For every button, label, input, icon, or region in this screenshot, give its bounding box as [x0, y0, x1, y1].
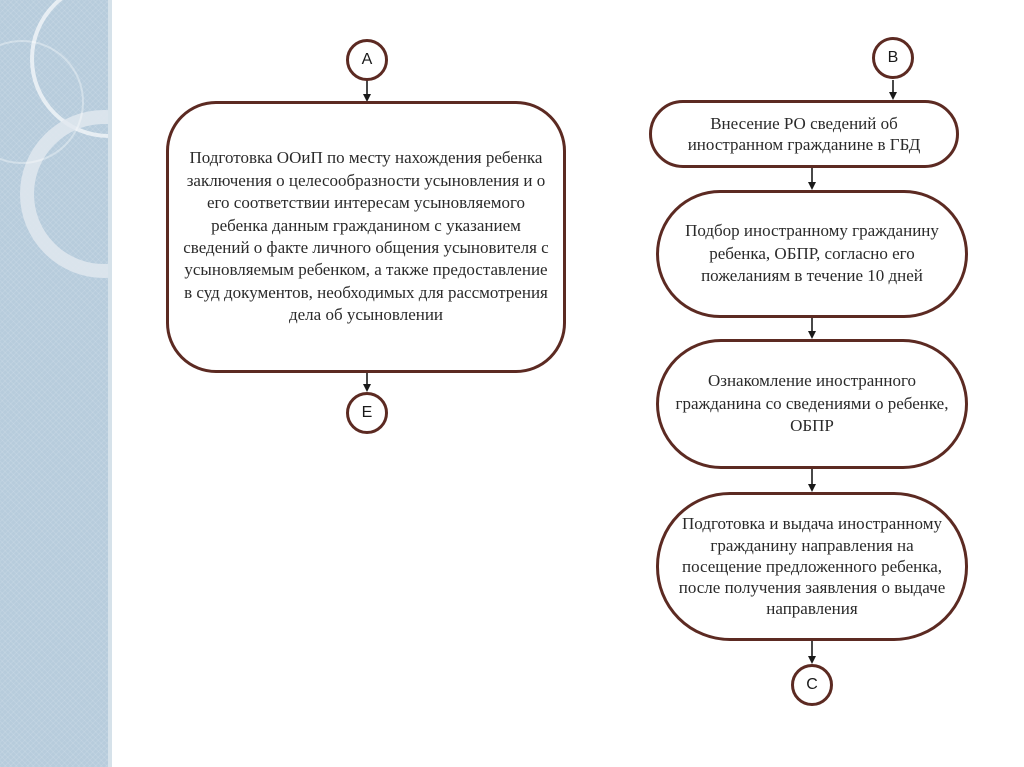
connector-a: A [346, 39, 388, 81]
right-step2-box: Подбор иностранному гражданину ребенка, … [656, 190, 968, 318]
right-step1-box: Внесение РО сведений об иностранном граж… [649, 100, 959, 168]
connector-b: B [872, 37, 914, 79]
right-step3-box: Ознакомление иностранного гражданина со … [656, 339, 968, 469]
right-step4-box: Подготовка и выдача иностранному граждан… [656, 492, 968, 641]
connector-e: E [346, 392, 388, 434]
connector-c: C [791, 664, 833, 706]
left-step1-box: Подготовка ООиП по месту нахождения ребе… [166, 101, 566, 373]
